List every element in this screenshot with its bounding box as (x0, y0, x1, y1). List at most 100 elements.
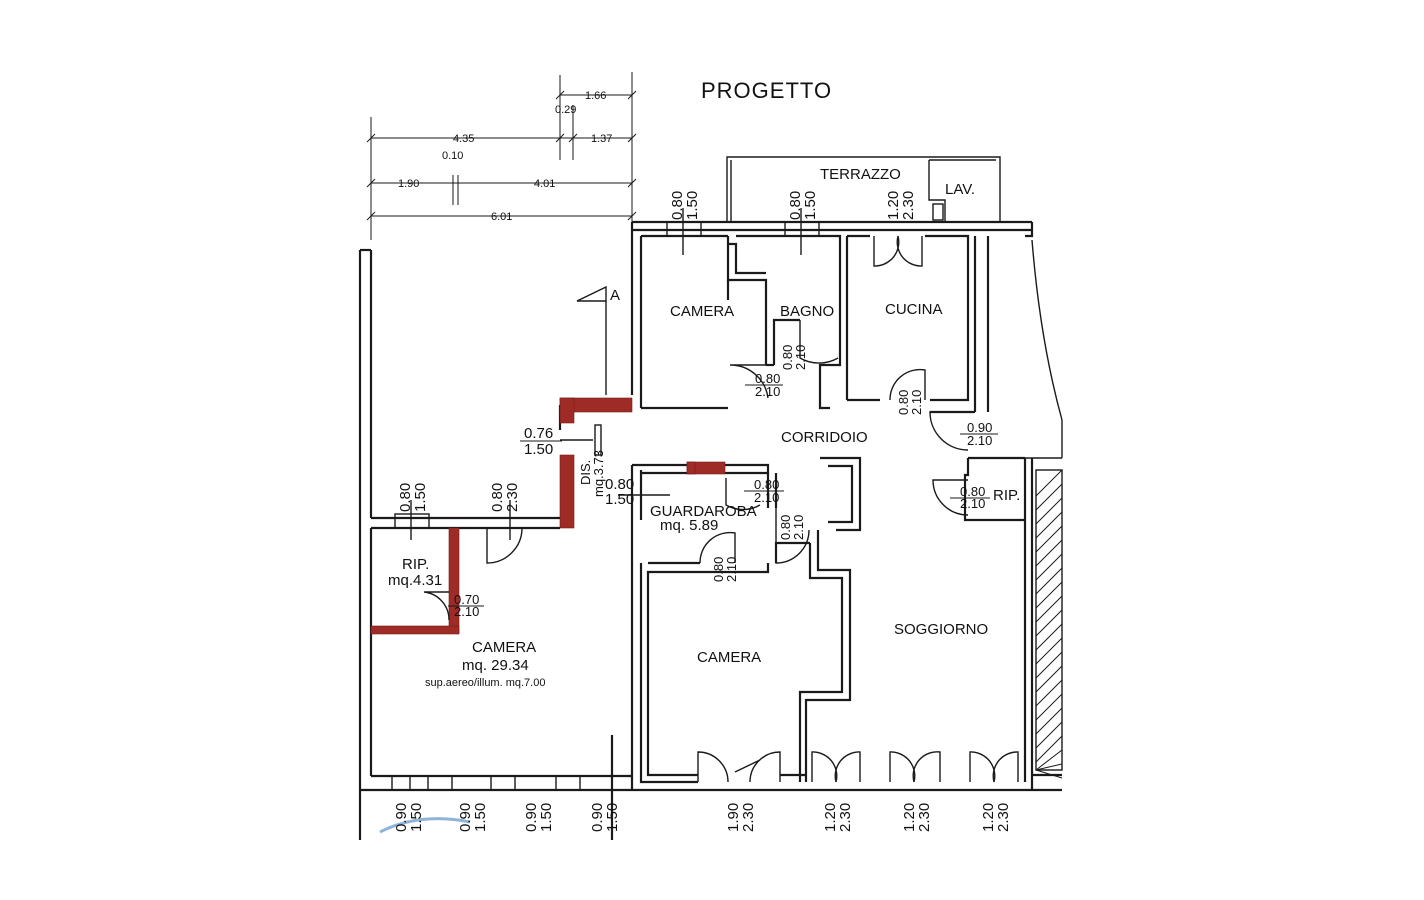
opening-label-bottom-8: 1.20 2.30 (980, 803, 1012, 832)
opening-label-west-1: 0.80 1.50 (397, 483, 429, 512)
room-label-cucina: CUCINA (885, 301, 943, 318)
room-label-lav: LAV. (945, 181, 975, 198)
demolition-walls (370, 397, 726, 635)
hatch-line (1035, 525, 1063, 553)
room-label-camera-nw: CAMERA (670, 303, 734, 320)
svg-text:0.80: 0.80 (489, 483, 506, 512)
svg-text:0.80: 0.80 (787, 191, 804, 220)
svg-text:2.30: 2.30 (504, 483, 521, 512)
svg-text:2.30: 2.30 (837, 803, 854, 832)
section-marker (576, 285, 607, 395)
stamp-mark (379, 817, 471, 834)
svg-text:0.90: 0.90 (457, 803, 474, 832)
svg-text:1.50: 1.50 (472, 803, 489, 832)
door-swings (423, 235, 1019, 783)
svg-text:0.90: 0.90 (523, 803, 540, 832)
svg-text:0.80: 0.80 (755, 371, 780, 386)
opening-label-guardaroba-door: 0.80 2.10 (744, 477, 784, 505)
room-label-rip-east: RIP. (993, 487, 1020, 504)
opening-label-rip-east-door: 0.80 2.10 (950, 484, 990, 511)
hatched-wall (1035, 469, 1063, 779)
svg-text:0.90: 0.90 (967, 420, 992, 435)
svg-text:0.80: 0.80 (669, 191, 686, 220)
section-marker-label: A (610, 287, 620, 304)
hatch-line (1035, 693, 1063, 721)
opening-label-bagno-door: 0.80 2.10 (780, 345, 808, 370)
room-label-terrazzo: TERRAZZO (820, 166, 901, 183)
svg-text:1.20: 1.20 (901, 803, 918, 832)
hatch-line (1035, 721, 1063, 749)
hatch-line (1035, 749, 1063, 771)
dimension-lines (366, 72, 637, 240)
dim-1-66: 1.66 (585, 90, 606, 102)
svg-text:2.10: 2.10 (791, 515, 806, 540)
room-area-dis: mq.3.73 (591, 450, 606, 497)
window-marks (391, 208, 820, 791)
hatch-line (1035, 567, 1063, 595)
room-label-camera-s: CAMERA (697, 649, 761, 666)
svg-text:2.10: 2.10 (454, 604, 479, 619)
hatch-line (1035, 553, 1063, 581)
room-label-dis: DIS. (578, 460, 593, 485)
svg-text:1.90: 1.90 (725, 803, 742, 832)
room-label-rip-west: RIP. (402, 556, 429, 573)
opening-label-east-door: 0.90 2.10 (960, 420, 998, 448)
svg-text:1.50: 1.50 (684, 191, 701, 220)
hatch-line (1035, 609, 1063, 637)
svg-text:2.10: 2.10 (755, 384, 780, 399)
dim-4-01: 4.01 (534, 178, 555, 190)
svg-text:0.90: 0.90 (393, 803, 410, 832)
room-label-camera-sw: CAMERA (472, 639, 536, 656)
opening-label-bottom-1: 0.90 1.50 (393, 803, 425, 832)
svg-text:2.10: 2.10 (967, 433, 992, 448)
svg-text:2.30: 2.30 (916, 803, 933, 832)
opening-label-bottom-5: 1.90 2.30 (725, 803, 757, 832)
hatch-line (1035, 511, 1063, 539)
hatch-line (1035, 623, 1063, 651)
svg-text:1.50: 1.50 (538, 803, 555, 832)
svg-text:1.50: 1.50 (412, 483, 429, 512)
room-label-bagno: BAGNO (780, 303, 834, 320)
room-area-camera-sw: mq. 29.34 (462, 657, 529, 674)
svg-text:0.80: 0.80 (605, 476, 634, 493)
opening-label-bottom-6: 1.20 2.30 (822, 803, 854, 832)
svg-text:0.80: 0.80 (896, 390, 911, 415)
opening-label-west-2: 0.80 2.30 (489, 483, 521, 512)
svg-text:2.30: 2.30 (995, 803, 1012, 832)
room-area-guardaroba: mq. 5.89 (660, 517, 718, 534)
svg-text:1.50: 1.50 (604, 803, 621, 832)
hatch-line (1035, 707, 1063, 735)
hatch-line (1035, 651, 1063, 679)
opening-label-bottom-3: 0.90 1.50 (523, 803, 555, 832)
hatch-line (1035, 497, 1063, 525)
svg-text:0.90: 0.90 (589, 803, 606, 832)
svg-text:2.10: 2.10 (960, 496, 985, 511)
hatch-line (1035, 665, 1063, 693)
svg-text:2.10: 2.10 (754, 490, 779, 505)
svg-text:0.80: 0.80 (711, 557, 726, 582)
svg-text:0.70: 0.70 (454, 592, 479, 607)
hatch-line (1035, 735, 1063, 763)
svg-text:2.30: 2.30 (740, 803, 757, 832)
plan-title: PROGETTO (701, 78, 832, 103)
hatch-line (1035, 763, 1063, 771)
hatch-line (1035, 595, 1063, 623)
opening-label-top-2: 0.80 1.50 (787, 191, 819, 220)
dim-0-29: 0.29 (555, 104, 576, 116)
opening-label-top-3: 1.20 2.30 (885, 191, 917, 220)
opening-label-bottom-4: 0.90 1.50 (589, 803, 621, 832)
svg-text:0.80: 0.80 (397, 483, 414, 512)
svg-text:1.50: 1.50 (802, 191, 819, 220)
dim-0-10: 0.10 (442, 150, 463, 162)
svg-text:0.80: 0.80 (754, 477, 779, 492)
dim-1-37: 1.37 (591, 133, 612, 145)
svg-text:1.50: 1.50 (524, 441, 553, 458)
dim-6-01: 6.01 (491, 211, 512, 223)
hatch-line (1035, 769, 1063, 779)
opening-label-guardaroba-window: 0.80 1.50 (605, 476, 634, 508)
svg-text:0.80: 0.80 (780, 345, 795, 370)
opening-label-bottom-7: 1.20 2.30 (901, 803, 933, 832)
room-label-soggiorno: SOGGIORNO (894, 621, 988, 638)
svg-text:1.20: 1.20 (885, 191, 902, 220)
